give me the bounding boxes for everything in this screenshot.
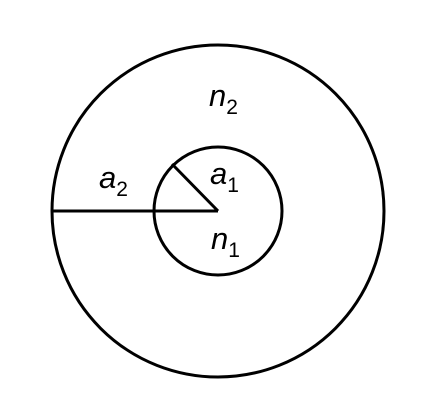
outer-region-symbol: n — [209, 78, 226, 113]
outer-radius-subscript: 2 — [116, 178, 128, 201]
outer-radius-label: a2 — [99, 160, 128, 201]
outer-radius-symbol: a — [99, 160, 116, 195]
outer-region-subscript: 2 — [226, 96, 238, 119]
inner-region-label: n1 — [211, 221, 240, 262]
inner-radius-label: a1 — [210, 156, 239, 197]
outer-region-label: n2 — [209, 78, 238, 119]
inner-region-symbol: n — [211, 221, 228, 256]
inner-radius-line — [170, 162, 220, 213]
inner-radius-symbol: a — [210, 156, 227, 191]
inner-radius-subscript: 1 — [227, 174, 239, 197]
inner-region-subscript: 1 — [228, 239, 240, 262]
